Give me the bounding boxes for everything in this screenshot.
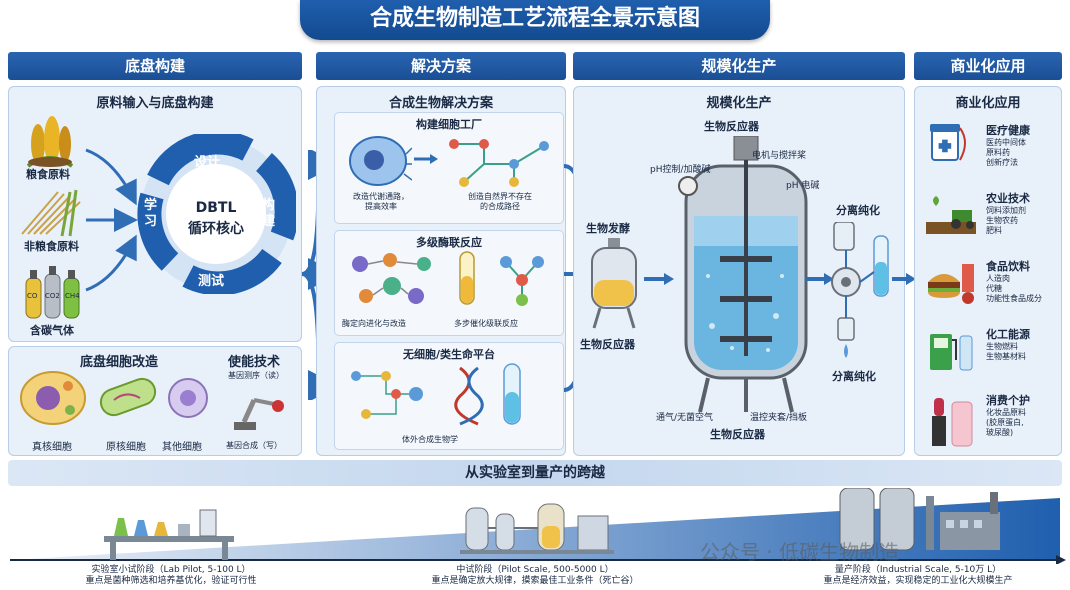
- separation-label-top: 分离纯化: [836, 204, 880, 217]
- prokaryote-label: 原核细胞: [106, 442, 146, 453]
- straw-icon: [21, 189, 81, 237]
- enabling-synth-label: 基因合成（写）: [226, 441, 282, 450]
- reactor-to-separation-arrow: [806, 273, 834, 285]
- motor-label: 电机与搅拌桨: [752, 151, 807, 161]
- stage-pilot-text: 中试阶段（Pilot Scale, 500-5000 L）重点是确定放大规律，摸…: [431, 565, 639, 586]
- temp-jacket-label: 温控夹套/挡板: [750, 413, 808, 423]
- industrial-plant-icon: [839, 488, 1000, 551]
- app-energy-desc: 生物燃料生物基材料: [986, 342, 1026, 361]
- enzyme-title: 多级酶联反应: [416, 236, 482, 249]
- scale-to-commercial-arrow: [892, 273, 916, 285]
- cell-panel-title: 底盘细胞改造: [80, 355, 159, 370]
- other-cell-icon: [168, 378, 208, 418]
- lab-bench-icon: [104, 509, 234, 560]
- eukaryote-cell-icon: [20, 371, 86, 425]
- gas-co-label: CO: [27, 292, 38, 300]
- pathway-icon: [449, 139, 549, 187]
- gas-ch4-label: CH4: [65, 292, 80, 300]
- raw-material-title: 原料输入与底盘构建: [96, 96, 214, 111]
- scale-panel-title: 规模化生产: [706, 96, 772, 111]
- dbtl-center-line1: DBTL: [195, 200, 237, 216]
- cascade-icon: [500, 256, 544, 306]
- agriculture-icon: [926, 196, 976, 234]
- dbtl-design-label: 设计: [194, 155, 221, 170]
- bioreactor-top-label: 生物反应器: [704, 120, 759, 133]
- cosmetics-icon: [932, 398, 973, 447]
- dbtl-test-label: 测试: [198, 274, 225, 289]
- watermark-text: 公众号 · 低碳生物制造: [700, 540, 900, 564]
- cellfree-box: [334, 342, 564, 450]
- bioreactor-bottom-label: 生物反应器: [710, 428, 765, 441]
- robot-arm-icon: [234, 398, 284, 430]
- bottom-band-title: 从实验室到量产的跨越: [8, 460, 1062, 486]
- app-agriculture-title: 农业技术: [986, 192, 1030, 205]
- ferment-to-reactor-arrow: [644, 273, 674, 285]
- dbtl-cycle-diagram: [137, 134, 296, 294]
- test-tube-icon: [459, 251, 475, 305]
- section-header-chassis: 底盘构建: [8, 52, 302, 80]
- solution-panel-title: 合成生物解决方案: [388, 96, 493, 111]
- section-header-scale: 规模化生产: [573, 52, 905, 80]
- app-medical-title: 医疗健康: [986, 124, 1030, 137]
- dbtl-center-line2: 循环核心: [188, 221, 244, 237]
- factory-arrow: [414, 154, 438, 164]
- stage-industrial-text: 量产阶段（Industrial Scale, 5-10万 L）重点是经济效益，实…: [823, 565, 1013, 586]
- enzyme-left-text: 酶定向进化与改造: [342, 319, 406, 328]
- energy-icon: [930, 334, 973, 371]
- enzyme-right-text: 多步催化级联反应: [454, 319, 518, 328]
- small-bioreactor-icon: [591, 238, 637, 329]
- stage-lab-text: 实验室小试阶段（Lab Pilot, 5-100 L）重点是菌种筛选和培养基优化…: [85, 565, 257, 586]
- app-food-desc: 人造肉代糖功能性食品成分: [986, 274, 1042, 303]
- cellfree-title: 无细胞/类生命平台: [402, 348, 496, 361]
- app-food-title: 食品饮料: [986, 260, 1030, 273]
- factory-left-text: 改造代谢通路，提高效率: [353, 192, 409, 211]
- app-cosmetics-title: 消费个护: [986, 394, 1030, 407]
- large-bioreactor-icon: [678, 136, 808, 413]
- scale-up-timeline: [10, 488, 1066, 564]
- app-energy-title: 化工能源: [986, 328, 1030, 341]
- other-cell-label: 其他细胞: [162, 442, 202, 453]
- cell-factory-title: 构建细胞工厂: [416, 118, 482, 131]
- gas-co2-label: CO2: [45, 292, 60, 300]
- separation-equipment-icon: [831, 222, 889, 358]
- raw-nongrain-label: 非粮食原料: [24, 240, 79, 253]
- commercial-panel-title: 商业化应用: [955, 96, 1021, 111]
- aeration-label: 通气/无菌空气: [656, 413, 714, 423]
- app-cosmetics-desc: 化妆品原料(胶原蛋白,玻尿酸): [986, 408, 1026, 437]
- raw-grain-label: 粮食原料: [26, 168, 70, 181]
- cellfree-tube-icon: [503, 363, 521, 425]
- eukaryote-label: 真核细胞: [32, 442, 72, 453]
- prokaryote-cell-icon: [99, 377, 157, 417]
- enabling-title: 使能技术: [228, 355, 281, 370]
- raw-arrows: [85, 148, 138, 292]
- dna-icon: [454, 366, 484, 426]
- section-header-solution: 解决方案: [316, 52, 566, 80]
- section-header-commercial: 商业化应用: [914, 52, 1062, 80]
- cell-factory-cell-icon: [349, 136, 412, 186]
- food-icon: [928, 264, 974, 304]
- small-reactor-label: 生物反应器: [580, 338, 635, 351]
- page-title: 合成生物制造工艺流程全景示意图: [300, 0, 770, 40]
- app-medical-desc: 医药中间体原料药创新疗法: [986, 138, 1026, 167]
- ph-control-label: pH控制/加酸碱: [650, 165, 711, 175]
- pilot-plant-icon: [460, 503, 614, 554]
- ph-base-label: pH 电碱: [786, 181, 820, 191]
- app-agriculture-desc: 饲料添加剂生物农药肥料: [986, 206, 1026, 235]
- factory-right-text: 创造自然界不存在的合成路径: [468, 192, 532, 211]
- raw-gas-label: 含碳气体: [30, 324, 74, 337]
- ferment-label: 生物发酵: [586, 222, 630, 235]
- dbtl-build-label: 构建: [262, 198, 276, 229]
- dbtl-learn-label: 学习: [144, 198, 158, 229]
- enabling-seq-label: 基因测序（读）: [228, 371, 284, 380]
- medicine-icon: [930, 124, 966, 161]
- enzyme-evolution-icon: [352, 253, 431, 304]
- gas-cylinder-icon: [25, 266, 80, 319]
- grain-icon: [26, 116, 74, 168]
- cellfree-network-icon: [351, 371, 423, 419]
- cellfree-bottom-text: 体外合成生物学: [402, 435, 458, 444]
- separation-label-bottom: 分离纯化: [832, 370, 876, 383]
